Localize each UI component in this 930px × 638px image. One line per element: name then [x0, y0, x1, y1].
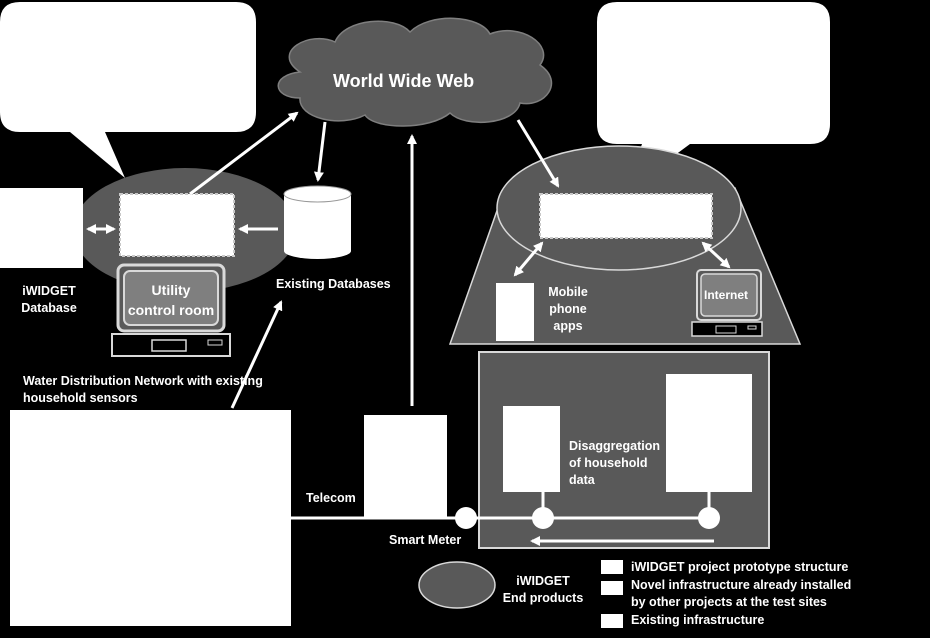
smart-meter-node [455, 507, 477, 529]
household-device-box [666, 374, 752, 492]
legend-swatch-2 [601, 581, 623, 595]
utility-platform-box [119, 193, 235, 257]
sensor-node-2 [698, 507, 720, 529]
speech-bubble-right [597, 2, 830, 192]
iwidget-database-box [0, 188, 83, 268]
home-platform-box [539, 193, 713, 239]
internet-label: Internet [704, 288, 749, 302]
world-wide-web-cloud [277, 17, 553, 127]
existing-databases-label: Existing Databases [276, 277, 391, 291]
world-wide-web-label: World Wide Web [333, 71, 475, 91]
legend-end-products-ellipse [418, 561, 496, 609]
utility-computer-icon [111, 263, 231, 357]
legend-item-label: Existing infrastructure [631, 613, 765, 627]
water-network-box [10, 410, 291, 626]
arrows [86, 111, 731, 546]
internet-computer-icon [691, 269, 763, 337]
legend-swatch-3 [601, 614, 623, 628]
legend-item-label: Novel infrastructure already installed b… [631, 578, 852, 609]
legend-end-products-label: iWIDGET End products [502, 574, 584, 605]
legend-swatch-1 [601, 560, 623, 574]
mobile-phone-apps-label: Mobile phone apps [548, 285, 588, 333]
household-sensor-box [503, 406, 560, 492]
legend-item-label: iWIDGET project prototype structure [631, 560, 849, 574]
iwidget-database-label: iWIDGET Database [21, 284, 77, 315]
water-network-label: Water Distribution Network with existing… [23, 374, 263, 405]
mobile-phone-box [496, 283, 534, 341]
existing-databases-cylinder [283, 185, 352, 259]
utility-control-room-label: Utility control room [127, 282, 215, 318]
disaggregation-label: Disaggregation of household data [569, 439, 660, 487]
sensor-node-1 [532, 507, 554, 529]
smart-meter-label: Smart Meter [389, 533, 462, 547]
speech-bubble-left [0, 2, 256, 178]
telecom-box [364, 415, 447, 518]
telecom-label: Telecom [306, 491, 356, 505]
